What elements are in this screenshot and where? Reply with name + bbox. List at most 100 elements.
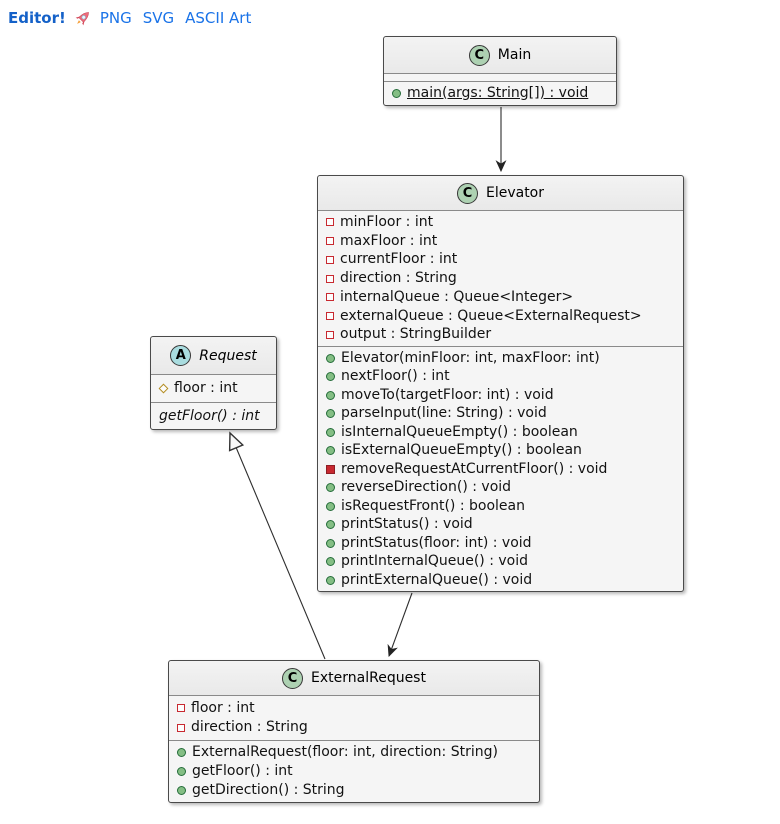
methods-compartment: Elevator(minFloor: int, maxFloor: int) n…	[318, 346, 683, 591]
public-method-icon	[392, 89, 401, 98]
method-row: getFloor() : int	[177, 763, 531, 780]
public-method-icon	[177, 767, 186, 776]
method-row: nextFloor() : int	[326, 368, 675, 385]
class-name: Main	[497, 47, 532, 63]
method-row: printStatus(floor: int) : void	[326, 535, 675, 552]
attribute-row: direction : String	[326, 270, 675, 287]
private-field-icon	[177, 704, 185, 713]
method-text: printStatus() : void	[341, 516, 473, 532]
public-method-icon	[326, 538, 335, 548]
editor-link[interactable]: Editor!	[8, 9, 66, 27]
public-method-icon	[326, 501, 335, 511]
svg-link[interactable]: SVG	[142, 9, 175, 27]
public-method-icon	[326, 353, 335, 363]
method-text: parseInput(line: String) : void	[341, 405, 547, 421]
attribute-text: maxFloor : int	[340, 232, 438, 249]
class-name: Request	[199, 347, 257, 364]
private-field-icon	[326, 330, 334, 339]
private-field-icon	[326, 274, 334, 283]
method-text: getFloor() : int	[159, 407, 260, 424]
class-header: C ExternalRequest	[169, 661, 539, 695]
method-text: printInternalQueue() : void	[341, 553, 529, 569]
public-method-icon	[326, 520, 335, 529]
method-text: ExternalRequest(floor: int, direction: S…	[192, 744, 498, 760]
attributes-compartment: minFloor : int maxFloor : int currentFlo…	[318, 210, 683, 346]
method-row: isExternalQueueEmpty() : boolean	[326, 442, 675, 459]
attribute-row: floor : int	[177, 700, 531, 717]
method-row: printExternalQueue() : void	[326, 572, 675, 589]
private-field-icon	[326, 312, 334, 320]
attribute-row: output : StringBuilder	[326, 326, 675, 343]
attribute-row: internalQueue : Queue<Integer>	[326, 289, 675, 306]
elevator-to-externalrequest-arrow	[387, 592, 413, 658]
attribute-text: minFloor : int	[340, 213, 434, 230]
method-text: printStatus(floor: int) : void	[341, 534, 532, 551]
method-row: ExternalRequest(floor: int, direction: S…	[177, 744, 531, 761]
method-text: isRequestFront() : boolean	[341, 497, 525, 514]
toolbar: Editor! PNG SVG ASCII Art	[8, 6, 262, 30]
method-row: getDirection() : String	[177, 782, 531, 799]
method-row: isRequestFront() : boolean	[326, 498, 675, 515]
method-row: removeRequestAtCurrentFloor() : void	[326, 461, 675, 478]
method-text: printExternalQueue() : void	[341, 571, 533, 588]
class-name: ExternalRequest	[311, 670, 426, 686]
method-text: isInternalQueueEmpty() : boolean	[341, 423, 578, 440]
class-header: C Main	[384, 37, 616, 73]
method-text: moveTo(targetFloor: int) : void	[341, 386, 554, 403]
public-method-icon	[326, 390, 335, 400]
method-row: printInternalQueue() : void	[326, 553, 675, 570]
method-text: reverseDirection() : void	[341, 479, 512, 495]
method-row: moveTo(targetFloor: int) : void	[326, 387, 675, 404]
private-field-icon	[326, 237, 334, 245]
ascii-art-link[interactable]: ASCII Art	[185, 9, 252, 27]
public-method-icon	[177, 748, 186, 757]
public-method-icon	[326, 409, 335, 418]
method-row: reverseDirection() : void	[326, 479, 675, 496]
attribute-row: externalQueue : Queue<ExternalRequest>	[326, 308, 675, 325]
method-text: isExternalQueueEmpty() : boolean	[341, 442, 582, 458]
class-box-externalrequest: C ExternalRequest floor : int direction …	[168, 660, 540, 803]
methods-compartment: getFloor() : int	[151, 402, 276, 429]
class-box-main: C Main main(args: String[]) : void	[383, 36, 617, 106]
class-box-elevator: C Elevator minFloor : int maxFloor : int…	[317, 175, 684, 592]
attribute-text: direction : String	[191, 719, 308, 736]
attributes-compartment: floor : int	[151, 374, 276, 402]
public-method-icon	[326, 427, 335, 437]
externalrequest-to-request-inheritance-arrow	[228, 431, 326, 660]
attribute-text: externalQueue : Queue<ExternalRequest>	[340, 307, 642, 324]
private-method-icon	[326, 464, 335, 474]
public-method-icon	[326, 575, 335, 585]
method-text: main(args: String[]) : void	[407, 85, 589, 101]
attributes-compartment	[384, 73, 616, 81]
method-row: main(args: String[]) : void	[392, 85, 608, 102]
attribute-row: direction : String	[177, 719, 531, 736]
method-text: getDirection() : String	[192, 782, 345, 798]
attribute-row: minFloor : int	[326, 214, 675, 231]
private-field-icon	[177, 723, 185, 732]
class-stereotype-icon: C	[282, 667, 304, 689]
method-row: getFloor() : int	[159, 408, 268, 425]
rocket-icon	[73, 9, 92, 28]
method-text: nextFloor() : int	[341, 368, 450, 384]
abstract-stereotype-icon: A	[170, 345, 192, 366]
protected-field-icon	[158, 383, 169, 394]
method-row: parseInput(line: String) : void	[326, 405, 675, 422]
attribute-text: floor : int	[174, 380, 238, 396]
private-field-icon	[326, 293, 334, 302]
public-method-icon	[177, 786, 186, 795]
methods-compartment: main(args: String[]) : void	[384, 81, 616, 105]
attribute-row: floor : int	[158, 380, 268, 397]
public-method-icon	[326, 372, 335, 381]
public-method-icon	[326, 557, 335, 566]
method-text: getFloor() : int	[192, 763, 293, 779]
public-method-icon	[326, 483, 335, 492]
attribute-row: maxFloor : int	[326, 233, 675, 250]
png-link[interactable]: PNG	[99, 9, 132, 27]
public-method-icon	[326, 446, 335, 455]
class-name: Elevator	[485, 185, 545, 201]
attribute-row: currentFloor : int	[326, 251, 675, 268]
attribute-text: currentFloor : int	[340, 251, 458, 268]
class-stereotype-icon: C	[456, 182, 478, 204]
attribute-text: direction : String	[340, 270, 457, 286]
